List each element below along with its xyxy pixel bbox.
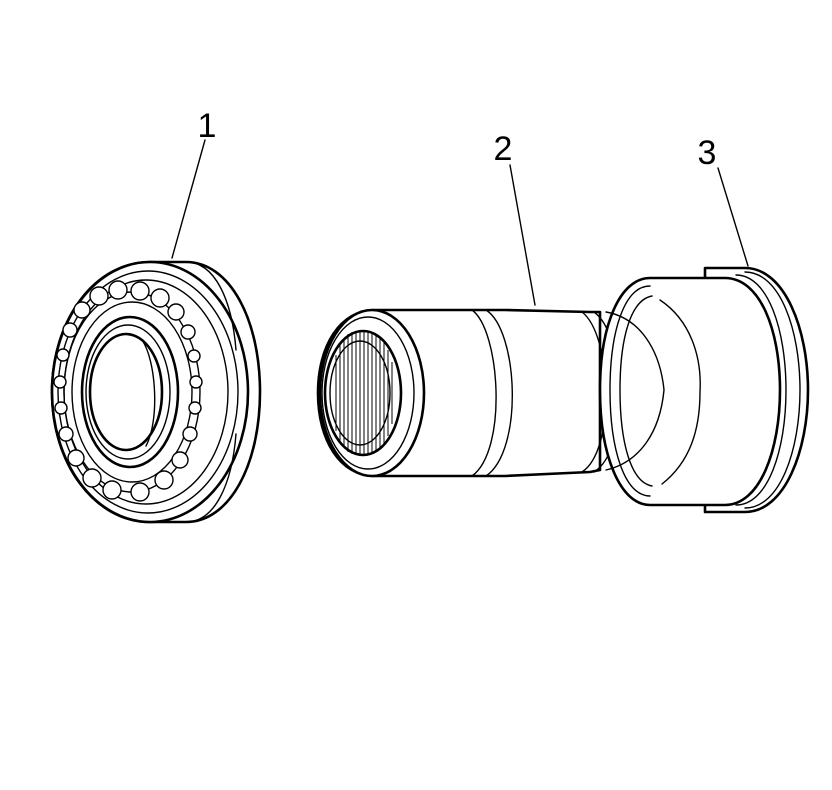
splined-shaft <box>316 164 621 478</box>
callout-1-label: 1 <box>198 107 217 145</box>
callout-3-label: 3 <box>698 134 717 172</box>
callout-2-label: 2 <box>494 130 513 168</box>
flanged-housing <box>598 167 810 514</box>
roller-bearing <box>50 139 262 524</box>
